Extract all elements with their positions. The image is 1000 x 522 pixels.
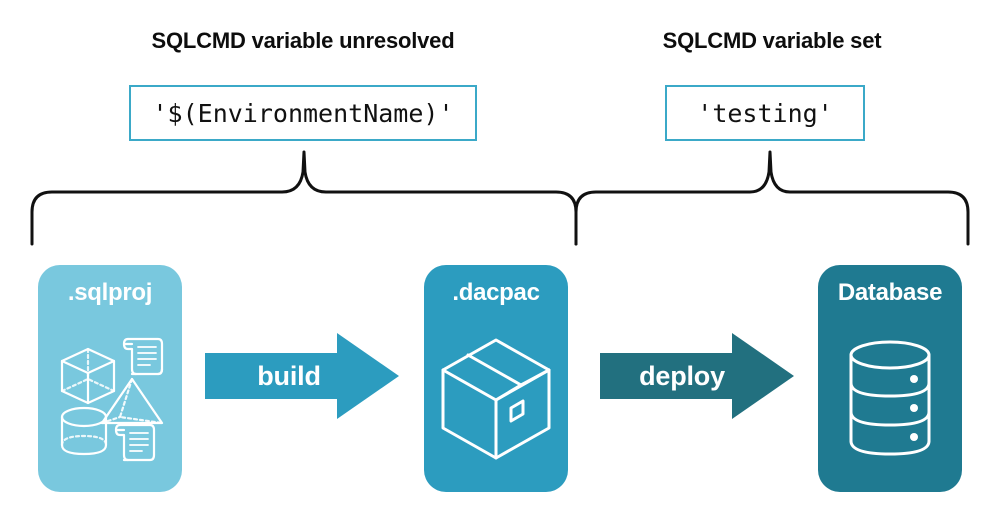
brace-unresolved (30, 150, 578, 246)
code-value-box-unresolved: '$(EnvironmentName)' (129, 85, 477, 141)
pyramid-wireframe-icon (100, 377, 164, 424)
artifact-card-title-database: Database (837, 279, 943, 306)
artifact-card-art-database (818, 305, 962, 492)
database-cylinder-icon (849, 340, 931, 455)
flow-arrow-deploy: deploy (600, 333, 794, 419)
artifact-card-art-sqlproj (38, 305, 182, 492)
artifact-card-database: Database (818, 265, 962, 492)
section-caption-set: SQLCMD variable set (662, 28, 882, 53)
artifact-card-title-sqlproj: .sqlproj (67, 279, 153, 306)
code-value-box-set: 'testing' (665, 85, 865, 141)
artifact-card-dacpac: .dacpac (424, 265, 568, 492)
brace-set (574, 150, 970, 246)
script-scroll-icon (114, 423, 156, 461)
arrow-right-icon (600, 333, 794, 419)
cylinder-wireframe-icon (60, 406, 108, 455)
artifact-card-sqlproj: .sqlproj (38, 265, 182, 492)
arrow-right-icon (205, 333, 399, 419)
script-scroll-icon (122, 337, 164, 375)
package-box-icon (441, 338, 551, 459)
flow-arrow-build: build (205, 333, 399, 419)
artifact-card-title-dacpac: .dacpac (452, 279, 540, 306)
section-caption-unresolved: SQLCMD variable unresolved (151, 28, 455, 53)
artifact-card-art-dacpac (424, 305, 568, 492)
cube-wireframe-icon (60, 347, 116, 404)
